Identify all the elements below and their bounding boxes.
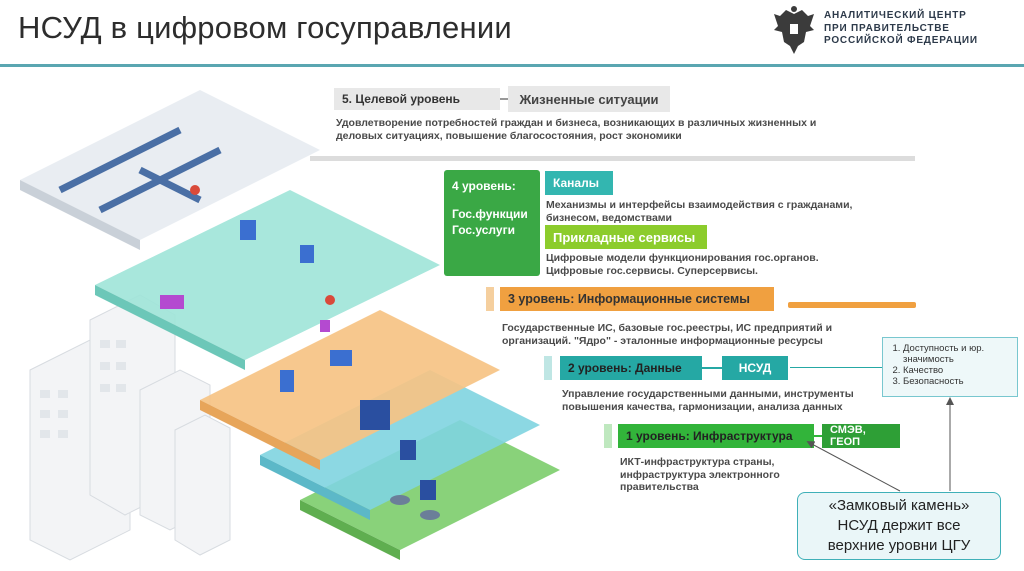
level4-box: 4 уровень: Гос.функции Гос.услуги [444, 170, 540, 276]
page-title: НСУД в цифровом госуправлении [18, 10, 512, 45]
quality-item: Безопасность [903, 376, 1011, 387]
level2-label: 2 уровень: Данные [560, 356, 702, 380]
level5-desc: Удовлетворение потребностей граждан и би… [336, 117, 817, 142]
quality-attributes-box: Доступность и юр. значимость Качество Бе… [882, 337, 1018, 397]
keystone-box: «Замковый камень» НСУД держит все верхни… [797, 492, 1001, 560]
channels-label: Каналы [545, 171, 613, 195]
level4-sub2: Гос.услуги [452, 223, 515, 237]
level5-label: 5. Целевой уровень [334, 88, 500, 110]
state-emblem-icon [774, 6, 814, 54]
level3-desc: Государственные ИС, базовые гос.реестры,… [502, 322, 833, 347]
keystone-line2: НСУД держит все [837, 517, 961, 534]
level2-marker [544, 356, 552, 380]
org-name: АНАЛИТИЧЕСКИЙ ЦЕНТР ПРИ ПРАВИТЕЛЬСТВЕ РО… [824, 10, 978, 46]
header-divider [0, 64, 1024, 67]
quality-item: Качество [903, 365, 1011, 376]
level3-bar [788, 302, 916, 308]
arrows [806, 397, 954, 492]
services-label: Прикладные сервисы [545, 225, 707, 249]
keystone-line3: верхние уровни ЦГУ [827, 537, 971, 554]
level3-marker [486, 287, 494, 311]
channels-desc: Механизмы и интерфейсы взаимодействия с … [546, 199, 853, 224]
separator [310, 156, 915, 161]
quality-item: Доступность и юр. значимость [903, 343, 1011, 365]
isometric-city-illustration [20, 90, 560, 561]
connector [702, 367, 724, 369]
nsud-tag: НСУД [722, 356, 788, 380]
level2-desc: Управление государственными данными, инс… [562, 388, 854, 413]
level1-marker [604, 424, 612, 448]
connector [790, 367, 882, 368]
connector [814, 435, 824, 437]
services-desc: Цифровые модели функционирования гос.орг… [546, 252, 819, 277]
connector [500, 98, 510, 100]
level5-tag: Жизненные ситуации [508, 86, 670, 112]
level4-label: 4 уровень: [452, 179, 516, 193]
level1-label: 1 уровень: Инфраструктура [618, 424, 814, 448]
keystone-line1: «Замковый камень» [828, 497, 970, 514]
level3-label: 3 уровень: Информационные системы [500, 287, 774, 311]
level1-desc: ИКТ-инфраструктура страны, инфраструктур… [620, 456, 780, 493]
smev-tag: СМЭВ, ГЕОП [822, 424, 900, 448]
level4-sub1: Гос.функции [452, 207, 528, 221]
